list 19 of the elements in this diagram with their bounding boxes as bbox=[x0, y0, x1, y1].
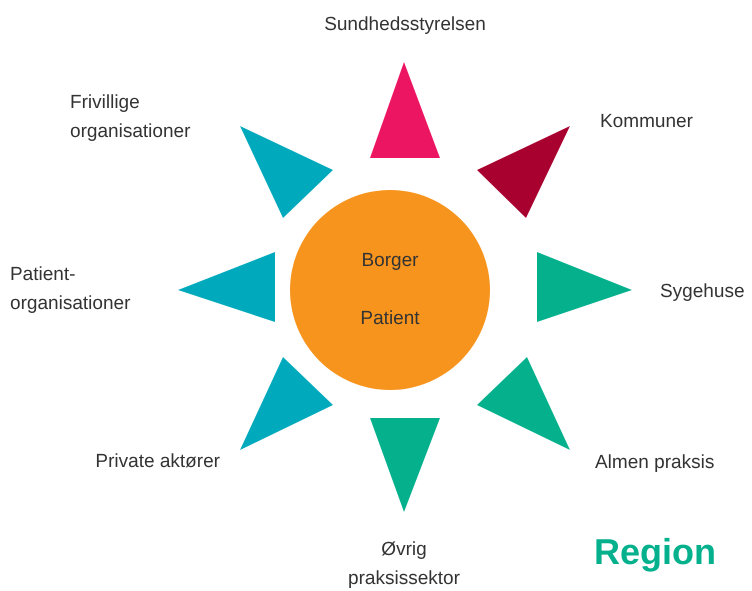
node-label: Private aktører bbox=[94, 450, 220, 474]
node-label: Kommuner bbox=[600, 110, 694, 134]
node-label: Øvrig praksissektor bbox=[347, 538, 461, 591]
triangle-shape bbox=[537, 252, 632, 322]
triangle-shape bbox=[477, 126, 570, 218]
node-label: Almen praksis bbox=[595, 451, 716, 475]
triangle-shape bbox=[477, 357, 570, 450]
triangle-shape bbox=[370, 62, 440, 158]
node-label: Sygehuse bbox=[660, 280, 746, 304]
node-label: Frivillige organisationer bbox=[70, 91, 192, 144]
triangle-shape bbox=[370, 418, 440, 512]
node-text: Patient bbox=[360, 308, 420, 330]
region-label: Region bbox=[594, 531, 716, 573]
node-text: Borger bbox=[361, 250, 419, 272]
triangle-shape bbox=[240, 357, 333, 450]
triangle-shape bbox=[240, 126, 333, 218]
triangle-shape bbox=[178, 252, 275, 322]
node-label: Patient- organisationer bbox=[10, 263, 130, 316]
node-label: Sundhedsstyrelsen bbox=[323, 13, 487, 37]
